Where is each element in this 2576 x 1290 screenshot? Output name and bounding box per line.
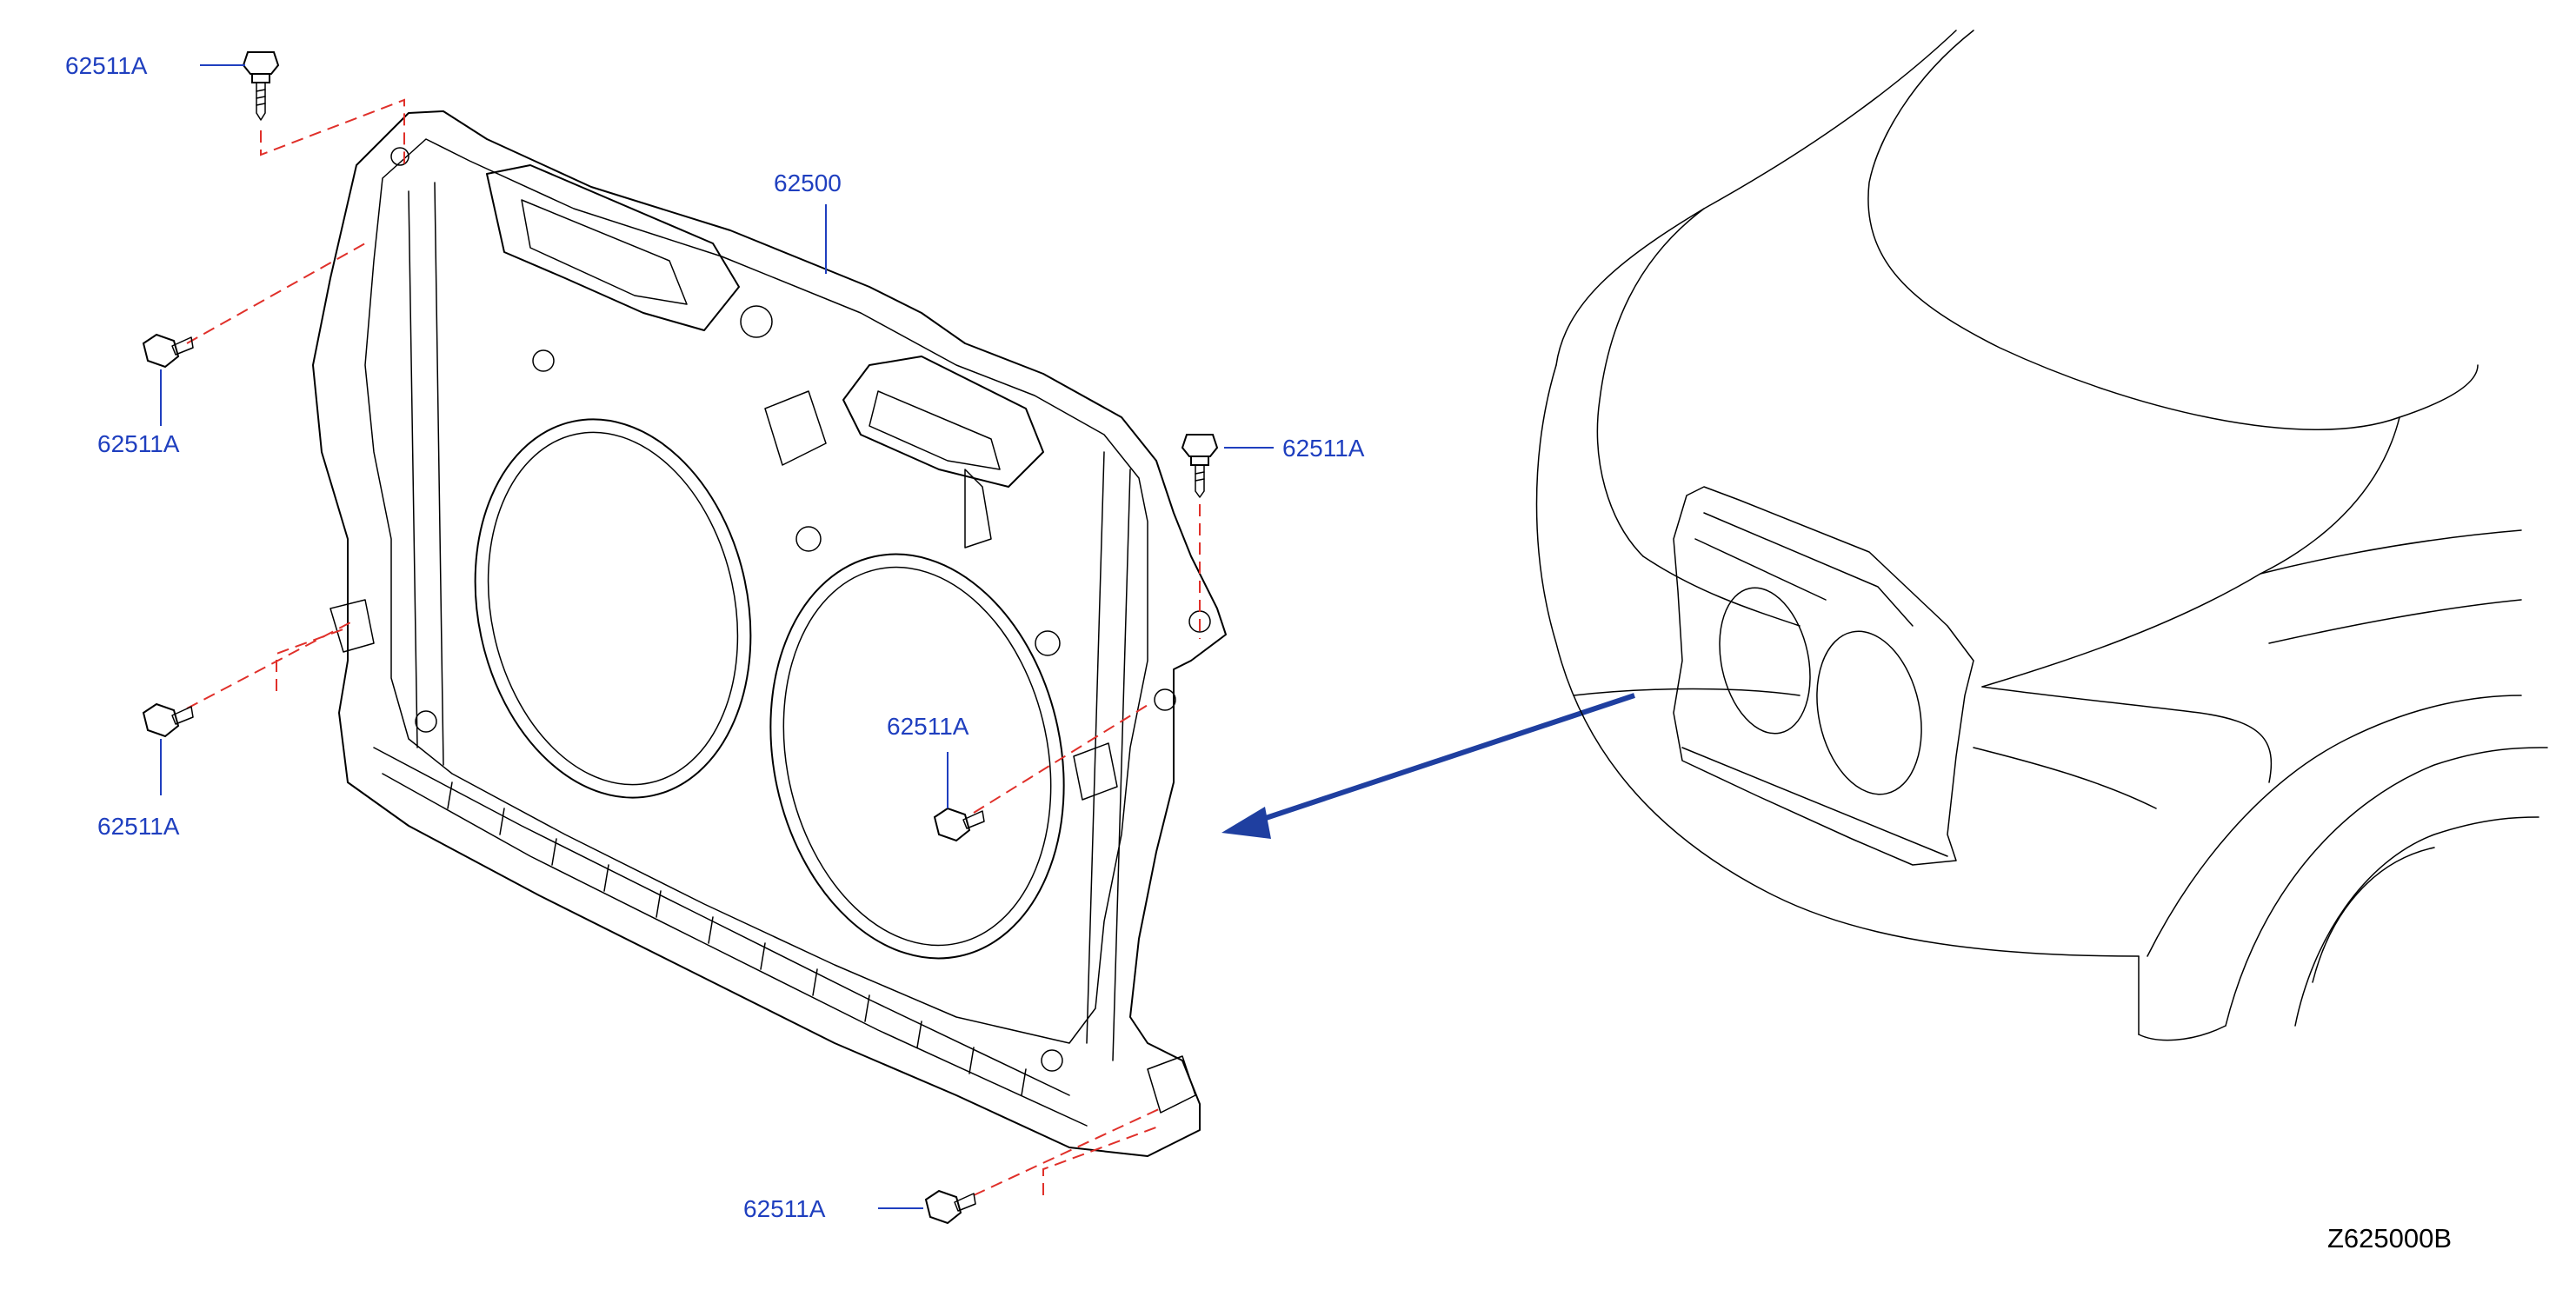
callout-62511a-right-upper: 62511A	[1282, 435, 1365, 462]
diagram-code: Z625000B	[2327, 1223, 2452, 1253]
callout-62511a-left-upper: 62511A	[97, 430, 180, 457]
location-arrow	[1221, 693, 1635, 839]
callout-62511a-top-left: 62511A	[65, 52, 148, 79]
bolt-left-upper	[142, 333, 194, 369]
bolt-icon	[1181, 434, 1219, 457]
bolt-icon	[933, 807, 971, 842]
vehicle-front-outline	[1535, 30, 2548, 1041]
callout-labels: 62511A 62511A 62511A 62511A 62511A 62511…	[65, 52, 1365, 1222]
bolt-bottom	[924, 1189, 976, 1225]
callout-leaders	[160, 64, 1274, 1209]
bolt-icon	[242, 51, 280, 75]
bolt-top-left	[242, 51, 280, 121]
bolt-icon	[924, 1189, 962, 1225]
callout-62511a-center: 62511A	[887, 713, 969, 740]
bolt-icon	[142, 333, 180, 369]
callout-62511a-left-lower: 62511A	[97, 813, 180, 840]
callout-62511a-bottom: 62511A	[743, 1195, 826, 1222]
bolt-right-upper	[1181, 434, 1219, 498]
bolt-icon	[142, 702, 180, 738]
install-dash-lines	[186, 98, 1201, 1196]
bolt-center	[933, 807, 985, 842]
callout-62500-panel: 62500	[774, 170, 842, 196]
radiator-core-support-panel	[312, 110, 1227, 1157]
bolt-left-lower	[142, 702, 194, 738]
